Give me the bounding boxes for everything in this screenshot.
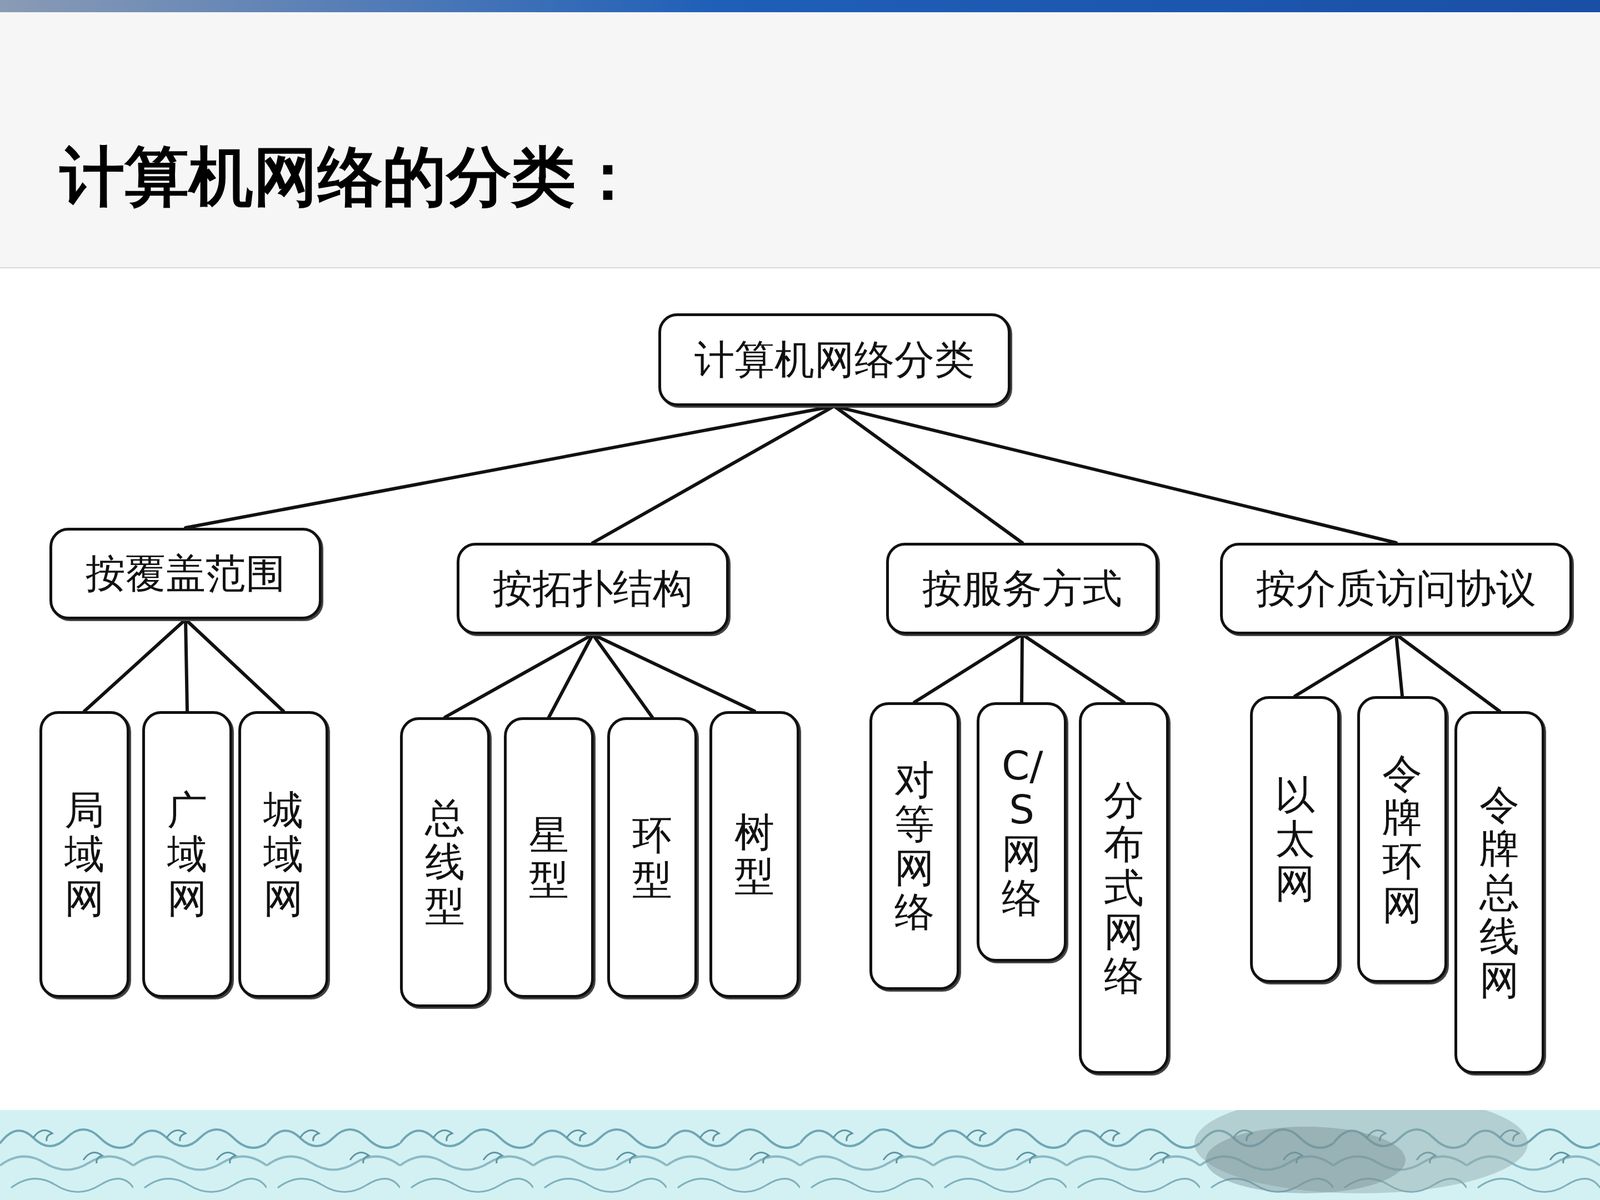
top-bar: [0, 0, 1600, 13]
tree-connector: [445, 634, 593, 718]
tree-connector: [185, 619, 284, 712]
node-label: 按覆盖范围: [85, 549, 286, 598]
leaf-box: 局域网: [39, 711, 130, 998]
tree-connector: [834, 406, 1023, 543]
category-box: 按覆盖范围: [49, 527, 322, 620]
node-label: 按拓扑结构: [492, 564, 693, 613]
tree-connector: [1396, 634, 1403, 697]
leaf-box: 星型: [503, 717, 594, 998]
leaf-box: 令牌总线网: [1454, 711, 1545, 1074]
node-label: 环型: [632, 813, 673, 902]
node-label: 局域网: [64, 788, 105, 921]
node-label: 树型: [734, 810, 775, 899]
leaf-box: C/S网络: [976, 702, 1067, 962]
leaf-box: 分布式网络: [1078, 702, 1169, 1074]
leaf-box: 广域网: [142, 711, 233, 998]
tree-connector: [592, 634, 755, 712]
node-label: 计算机网络分类: [694, 335, 975, 384]
tree-connector: [592, 406, 835, 543]
node-label: 城域网: [263, 788, 304, 921]
leaf-box: 城域网: [238, 711, 329, 998]
leaf-box: 以太网: [1250, 696, 1340, 983]
node-label: 星型: [528, 813, 569, 902]
tree-connector: [548, 634, 593, 718]
node-label: 按介质访问协议: [1256, 564, 1537, 613]
tree-connector: [914, 634, 1023, 703]
leaf-box: 树型: [709, 711, 800, 998]
tree-connector: [1022, 634, 1124, 703]
tree-connector: [834, 406, 1397, 543]
node-label: C/S网络: [1001, 743, 1042, 920]
node-label: 以太网: [1275, 773, 1315, 906]
node-label: 分布式网络: [1103, 778, 1144, 999]
category-box: 按拓扑结构: [456, 542, 729, 635]
category-box: 按服务方式: [886, 542, 1159, 635]
node-label: 按服务方式: [922, 564, 1123, 613]
tree-connector: [592, 634, 653, 718]
node-label: 令牌环网: [1382, 751, 1423, 928]
tree-connector: [1021, 634, 1023, 703]
tree-connector: [84, 619, 186, 712]
root-box: 计算机网络分类: [658, 313, 1011, 407]
header-band: [0, 12, 1600, 269]
tree-connector: [185, 619, 188, 712]
page-title: 计算机网络的分类：: [60, 138, 640, 217]
tree-connector: [1295, 634, 1397, 697]
node-label: 广域网: [167, 788, 208, 921]
leaf-box: 令牌环网: [1357, 696, 1448, 983]
leaf-box: 环型: [607, 717, 698, 998]
category-box: 按介质访问协议: [1220, 542, 1573, 635]
wave-band: [0, 1110, 1600, 1200]
leaf-box: 总线型: [400, 717, 490, 1008]
tree-connector: [185, 406, 835, 528]
node-label: 总线型: [425, 796, 465, 929]
node-label: 对等网络: [894, 758, 935, 935]
node-label: 令牌总线网: [1479, 782, 1520, 1003]
leaf-box: 对等网络: [869, 702, 960, 990]
